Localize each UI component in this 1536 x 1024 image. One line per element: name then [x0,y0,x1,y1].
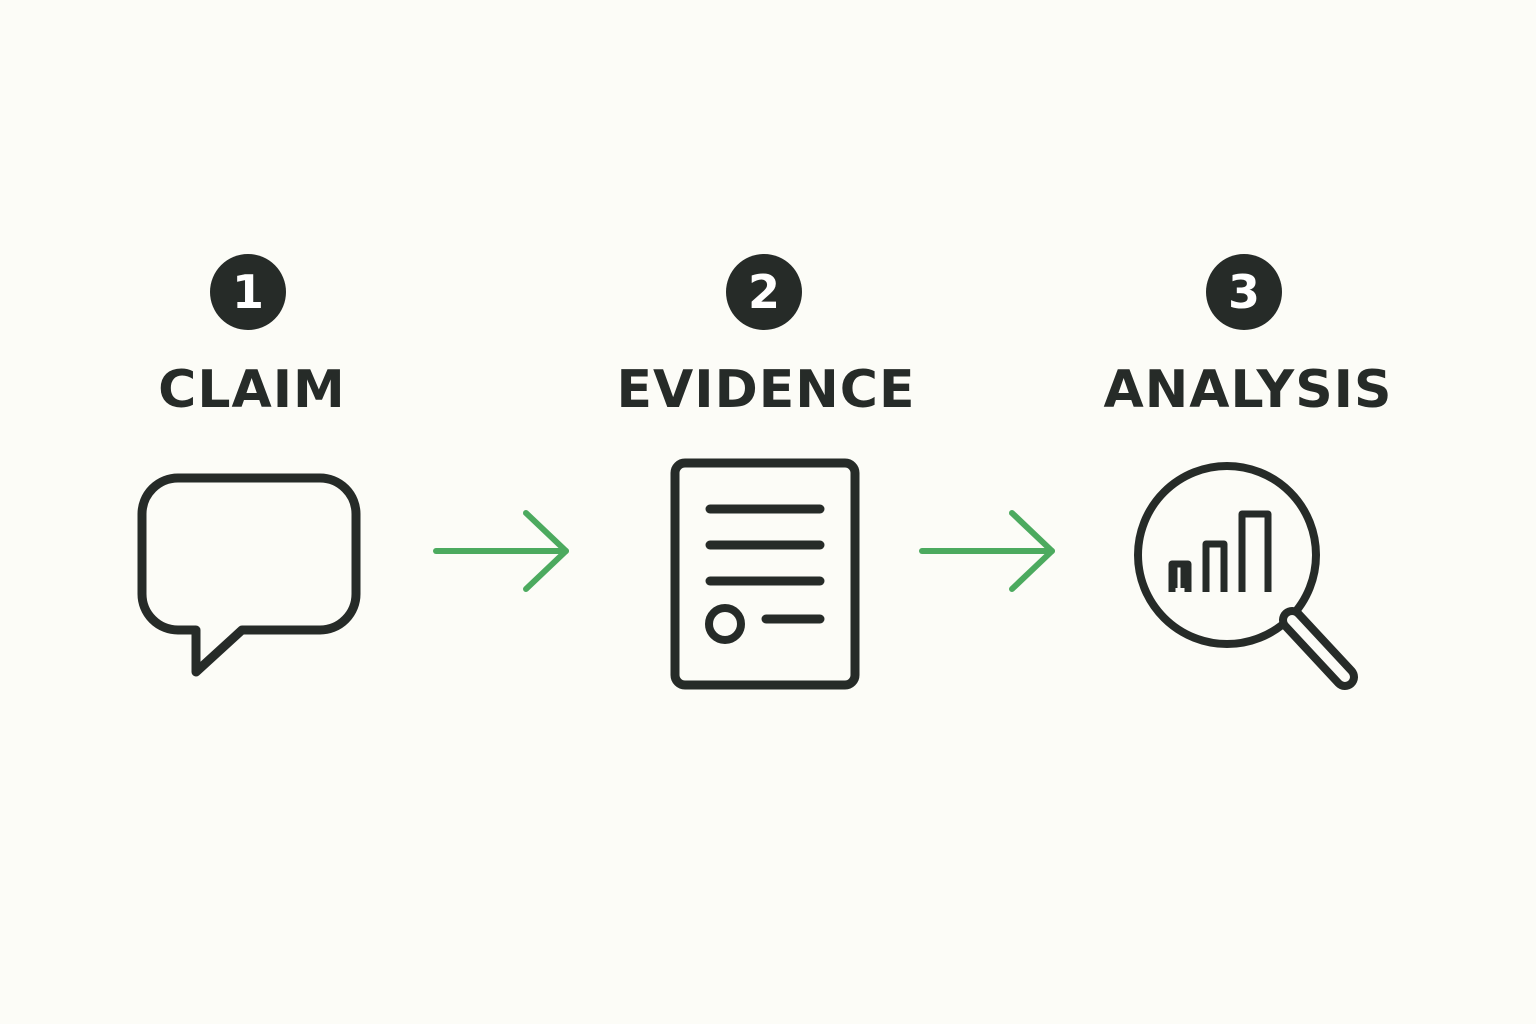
arrow-right-icon [433,510,569,592]
step-claim: 1 CLAIM [42,0,462,1024]
step-number-badge: 2 [726,254,802,330]
document-icon [670,458,860,690]
step-label: ANALYSIS [1103,360,1393,420]
step-number: 2 [747,265,780,319]
step-label: EVIDENCE [616,360,916,420]
step-number: 1 [231,265,264,319]
step-number: 3 [1227,265,1260,319]
step-number-badge: 3 [1206,254,1282,330]
step-evidence: 2 EVIDENCE [556,0,976,1024]
arrow-right-icon [919,510,1055,592]
speech-bubble-icon [137,473,361,677]
magnifier-bar-chart-icon [1134,462,1358,690]
step-number-badge: 1 [210,254,286,330]
step-analysis: 3 ANALYSIS [1038,0,1458,1024]
step-label: CLAIM [158,360,346,420]
